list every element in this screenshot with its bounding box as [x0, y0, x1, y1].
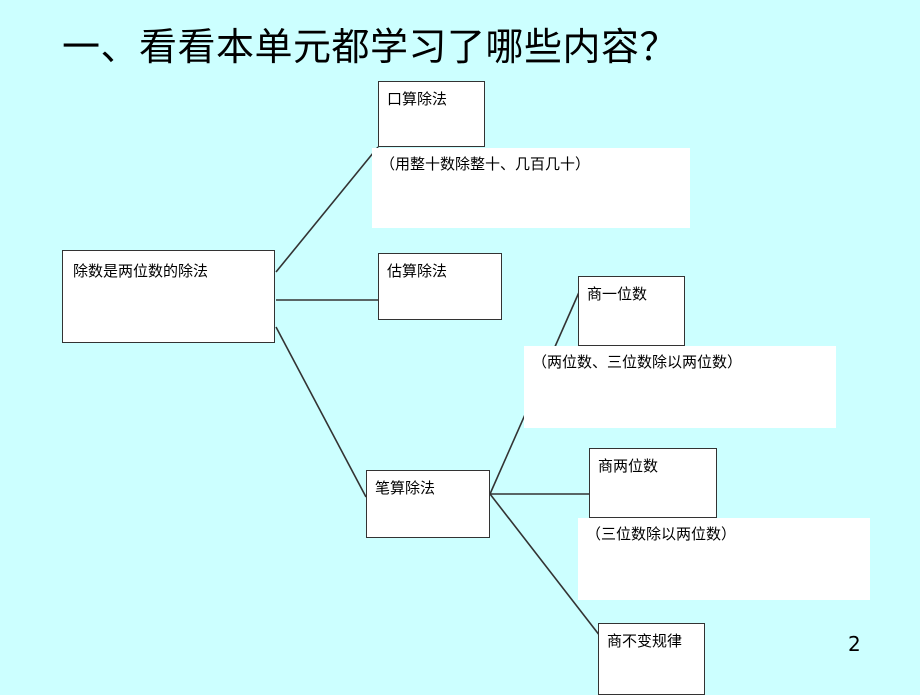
node-estimate-division-label: 估算除法 [387, 262, 448, 280]
panel-oral-note: （用整十数除整十、几百几十） [372, 148, 690, 228]
node-oral-division-label: 口算除法 [387, 90, 448, 108]
node-written-division-label: 笔算除法 [375, 479, 436, 497]
connector-root-to-written [275, 326, 367, 498]
node-estimate-division[interactable]: 估算除法 [378, 253, 502, 320]
panel-quotient-one-digit-note-text: （两位数、三位数除以两位数） [532, 353, 743, 371]
node-quotient-one-digit[interactable]: 商一位数 [578, 276, 685, 346]
node-root-label: 除数是两位数的除法 [73, 262, 209, 280]
node-root-divisor-two-digit-division[interactable]: 除数是两位数的除法 [62, 250, 275, 343]
panel-quotient-one-digit-note: （两位数、三位数除以两位数） [524, 346, 836, 428]
node-quotient-two-digit-label: 商两位数 [598, 457, 659, 475]
page-title: 一、看看本单元都学习了哪些内容？ [62, 25, 679, 69]
node-quotient-one-digit-label: 商一位数 [587, 285, 648, 303]
page-number: 2 [848, 632, 861, 656]
panel-quotient-two-digit-note: （三位数除以两位数） [578, 518, 870, 600]
node-oral-division[interactable]: 口算除法 [378, 81, 485, 147]
connector-root-to-oral [275, 146, 379, 273]
node-quotient-invariance-rule-label: 商不变规律 [607, 632, 683, 650]
panel-quotient-two-digit-note-text: （三位数除以两位数） [586, 525, 737, 543]
node-quotient-invariance-rule[interactable]: 商不变规律 [598, 623, 705, 695]
node-quotient-two-digit[interactable]: 商两位数 [589, 448, 717, 518]
node-written-division[interactable]: 笔算除法 [366, 470, 490, 538]
panel-oral-note-text: （用整十数除整十、几百几十） [380, 155, 591, 173]
